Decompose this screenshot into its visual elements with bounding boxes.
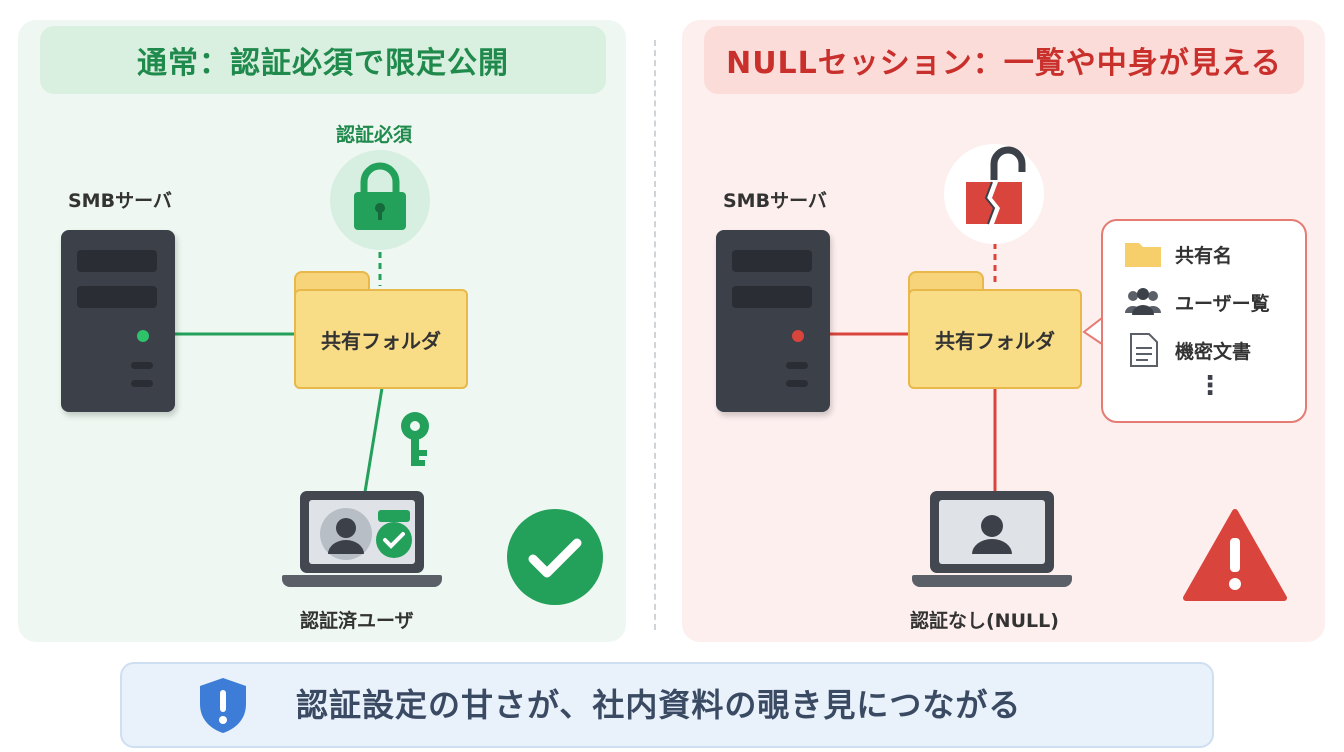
summary-message: 認証設定の甘さが、社内資料の覗き見につながる	[296, 686, 1022, 724]
exposed-item-share-name: 共有名	[1123, 237, 1232, 271]
normal-panel-title: 通常：認証必須で限定公開	[40, 26, 606, 94]
exposed-items-callout: 共有名 ユーザー覧 機密文書 ⋮	[1101, 219, 1307, 423]
auth-required-label: 認証必須	[336, 124, 413, 146]
warning-icon	[1183, 509, 1287, 601]
more-items-indicator: ⋮	[1197, 371, 1223, 401]
null-session-panel-title: NULLセッション：一覧や中身が見える	[704, 26, 1304, 94]
right-user-label: 認証なし(NULL)	[910, 610, 1059, 632]
exposed-item-confidential-docs: 機密文書	[1123, 333, 1251, 367]
broken-lock-icon	[944, 144, 1044, 244]
verified-badge-icon	[376, 510, 412, 558]
left-shared-folder: 共有フォルダ	[294, 271, 468, 389]
exposed-item-user-list: ユーザー覧	[1123, 285, 1270, 319]
callout-pointer	[1082, 317, 1103, 345]
summary-banner: 認証設定の甘さが、社内資料の覗き見につながる	[120, 662, 1214, 748]
right-shared-folder: 共有フォルダ	[908, 271, 1082, 389]
user-avatar-icon	[320, 508, 372, 560]
right-folder-label: 共有フォルダ	[908, 289, 1082, 389]
server-status-led	[792, 330, 804, 342]
document-icon	[1130, 333, 1158, 367]
anonymous-user-icon	[972, 515, 1012, 554]
left-server-label: SMBサーバ	[68, 190, 172, 212]
left-folder-label: 共有フォルダ	[294, 289, 468, 389]
right-server-label: SMBサーバ	[723, 190, 827, 212]
panel-divider	[654, 40, 656, 630]
left-smb-server	[61, 230, 175, 412]
folder-icon	[1125, 243, 1161, 267]
server-status-led	[137, 330, 149, 342]
shield-alert-icon	[200, 678, 246, 733]
check-circle-icon	[507, 509, 603, 605]
users-icon	[1125, 288, 1161, 315]
left-user-label: 認証済ユーザ	[300, 610, 414, 632]
right-smb-server	[716, 230, 830, 412]
lock-icon	[330, 150, 430, 250]
key-icon	[401, 412, 429, 466]
